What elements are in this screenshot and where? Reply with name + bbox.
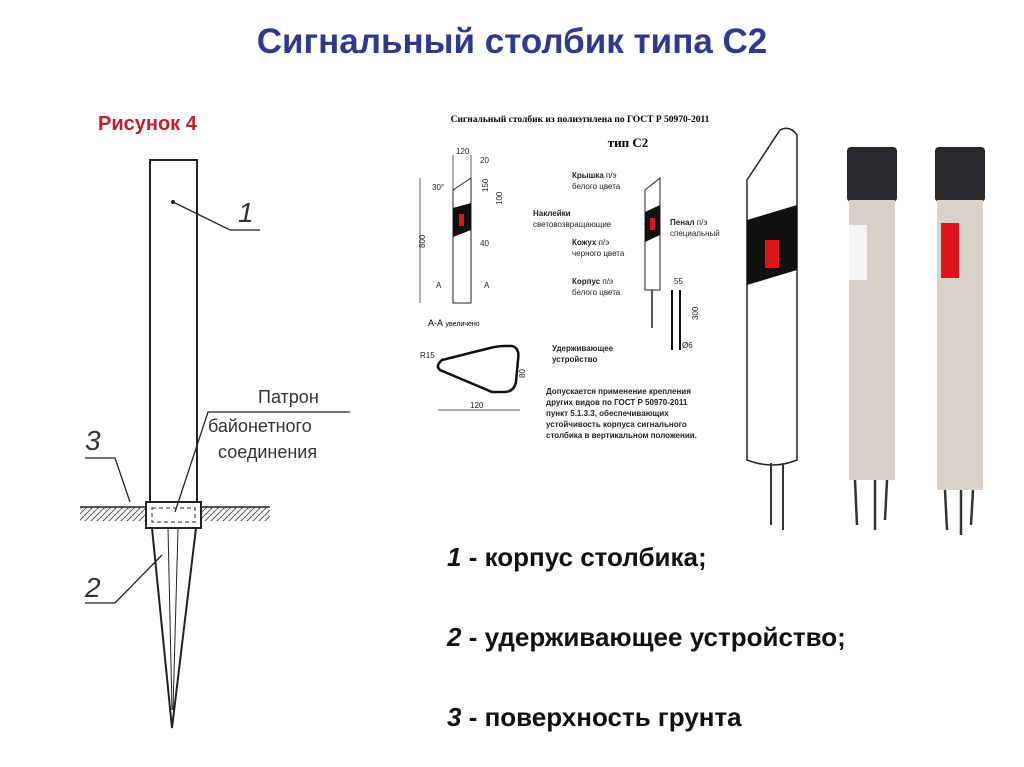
casing-label-1: Кожух п/э (572, 238, 609, 247)
legend-item-1: 1 - корпус столбика; (447, 542, 707, 572)
dim-80: 80 (518, 369, 527, 378)
cartridge-label-3: соединения (218, 442, 317, 462)
section-label: А-А увеличено (428, 318, 480, 328)
bayonet-cartridge (145, 501, 202, 529)
legend-item-2: 2 - удерживающее устройство; (447, 622, 846, 652)
casing-label: черного цвета (572, 249, 625, 258)
tech-heading: Сигнальный столбик из полиэтилена по ГОС… (451, 114, 710, 125)
dim-100: 100 (495, 191, 504, 205)
dim-20: 20 (480, 156, 489, 165)
cap-label: белого цвета (572, 182, 621, 191)
cartridge-label-2: байонетного (208, 416, 312, 436)
dim-angle: 30° (432, 183, 444, 192)
dim-300: 300 (691, 306, 700, 320)
section-mark-left: А (436, 281, 442, 290)
technical-drawing: Сигнальный столбик из полиэтилена по ГОС… (418, 114, 720, 440)
case-label: специальный (670, 229, 720, 238)
cartridge-label-1: Патрон (258, 387, 319, 407)
photo-post-1-cap (847, 147, 897, 202)
dim-150: 150 (481, 178, 490, 192)
slide-title: Сигнальный столбик типа С2 (256, 22, 768, 61)
label-2: 2 (84, 572, 101, 603)
dim-55: 55 (674, 277, 683, 286)
note: Допускается применение крепления других … (546, 387, 697, 440)
svg-text:других видов по ГОСТ Р 50970-2: других видов по ГОСТ Р 50970-2011 (546, 398, 688, 407)
stickers-label-2: световозвращающие (533, 220, 612, 229)
post-schematic: 1 3 2 Патрон байонетного соединения (80, 159, 350, 729)
photo-post-2-cap (935, 147, 985, 202)
tech-subheading: тип С2 (608, 135, 649, 150)
body-label-1: Корпус п/э (572, 277, 613, 286)
section-profile (436, 344, 520, 394)
spike (150, 527, 198, 729)
stickers-label: Наклейки (533, 209, 571, 218)
label-3: 3 (85, 425, 101, 456)
dim-120b: 120 (470, 401, 484, 410)
post-3d (746, 127, 798, 466)
dim-6: Ø6 (682, 341, 693, 350)
svg-text:пункт 5.1.3.3, обеспечивающих: пункт 5.1.3.3, обеспечивающих (546, 409, 669, 418)
post-illustrations (746, 127, 985, 535)
section-mark-right: А (484, 281, 490, 290)
case-label-1: Пенал п/э (670, 218, 707, 227)
figure-label: Рисунок 4 (98, 113, 197, 135)
dim-120: 120 (456, 147, 470, 156)
dim-800: 800 (418, 234, 427, 248)
holder-label-2: устройство (552, 355, 597, 364)
body-label: белого цвета (572, 288, 621, 297)
reflector (765, 240, 779, 268)
svg-text:столбика в вертикальном положе: столбика в вертикальном положении. (546, 431, 697, 440)
post-body (149, 159, 198, 511)
cap-label-1: Крышка п/э (572, 171, 617, 180)
legend-item-3: 3 - поверхность грунта (447, 702, 742, 732)
dim-40: 40 (480, 239, 489, 248)
svg-text:Допускается применение креплен: Допускается применение крепления (546, 387, 691, 396)
holder-label: Удерживающее (552, 344, 614, 353)
svg-text:устойчивость корпуса сигнально: устойчивость корпуса сигнального (546, 420, 687, 429)
label-1: 1 (238, 197, 254, 228)
dim-r15: R15 (420, 351, 435, 360)
